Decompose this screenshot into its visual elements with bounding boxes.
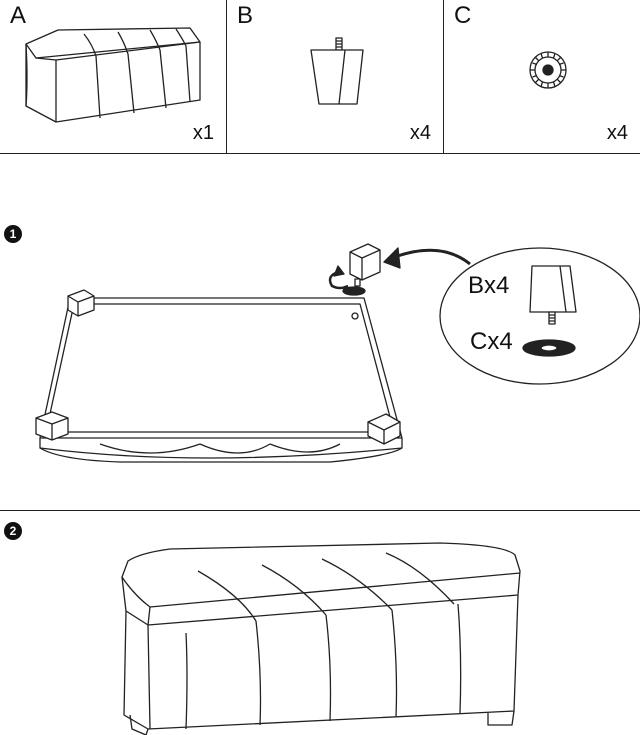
parts-divider xyxy=(0,153,640,154)
part-label-c: C xyxy=(454,2,472,29)
step-1-badge: 1 xyxy=(4,225,22,243)
part-panel-c: C x4 xyxy=(444,0,640,153)
step-2-badge: 2 xyxy=(4,522,22,540)
part-panel-a: A x1 xyxy=(0,0,226,153)
part-qty-c: x4 xyxy=(606,122,628,144)
step-divider xyxy=(0,510,640,511)
washer-icon xyxy=(529,51,567,89)
divider xyxy=(443,0,444,153)
callout-label-c: Cx4 xyxy=(470,328,513,355)
callout-label-b: Bx4 xyxy=(468,272,510,299)
part-qty-a: x1 xyxy=(192,122,214,144)
divider xyxy=(226,0,227,153)
part-panel-b: B x4 xyxy=(227,0,443,153)
leg-icon xyxy=(310,37,364,105)
ottoman-underside-drawing xyxy=(35,243,640,463)
part-label-a: A xyxy=(10,2,27,29)
part-label-b: B xyxy=(237,2,254,29)
ottoman-icon xyxy=(25,27,201,123)
assembled-ottoman-drawing xyxy=(121,542,521,735)
part-qty-b: x4 xyxy=(409,122,431,144)
